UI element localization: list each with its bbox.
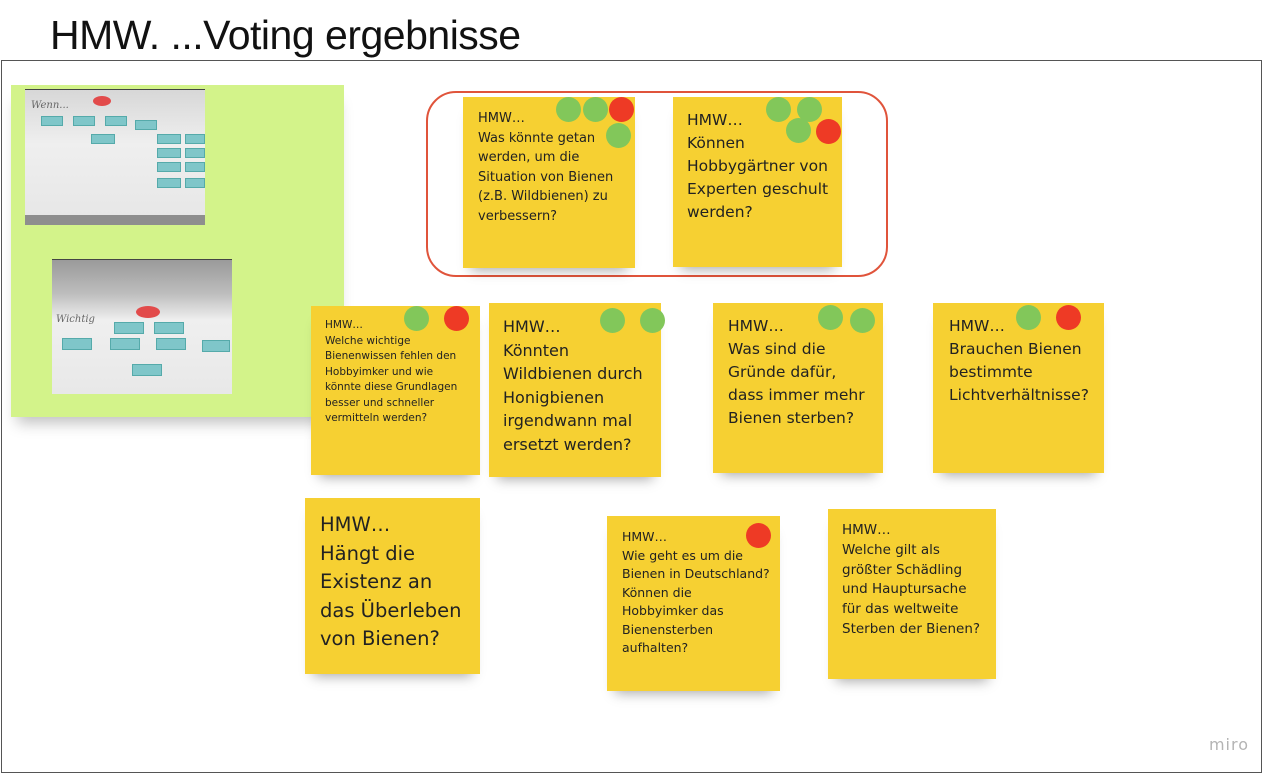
- red-vote-dot: [816, 119, 841, 144]
- sticky-note-text: HMW… Welche wichtige Bienenwissen fehlen…: [325, 319, 458, 424]
- green-vote-dot: [786, 118, 811, 143]
- whiteboard-photo-2[interactable]: Wichtig: [52, 259, 232, 394]
- green-vote-dot: [404, 306, 429, 331]
- green-vote-dot: [640, 308, 665, 333]
- sticky-note-text: HMW… Könnten Wildbienen durch Honigbiene…: [503, 317, 643, 454]
- sticky-note-text: HMW… Können Hobbygärtner von Experten ge…: [687, 111, 829, 221]
- photo-sticky-note[interactable]: Wenn... Wichtig: [11, 85, 344, 417]
- photo-scribble: Wichtig: [56, 314, 95, 325]
- green-vote-dot: [797, 97, 822, 122]
- red-vote-dot: [746, 523, 771, 548]
- red-vote-dot: [609, 97, 634, 122]
- red-vote-dot: [1056, 305, 1081, 330]
- green-vote-dot: [606, 123, 631, 148]
- sticky-note-text: HMW… Hängt die Existenz an das Überleben…: [320, 513, 462, 650]
- sticky-note-situation-bienen[interactable]: HMW… Was könnte getan werden, um die Sit…: [463, 97, 635, 268]
- sticky-note-hobbygaertner[interactable]: HMW… Können Hobbygärtner von Experten ge…: [673, 97, 842, 267]
- photo-scribble: Wenn...: [31, 100, 69, 111]
- green-vote-dot: [818, 305, 843, 330]
- sticky-note-lichtverhaeltnisse[interactable]: HMW… Brauchen Bienen bestimmte Lichtverh…: [933, 303, 1104, 473]
- miro-watermark-logo: miro: [1208, 735, 1249, 754]
- sticky-note-existenz[interactable]: HMW… Hängt die Existenz an das Überleben…: [305, 498, 480, 674]
- miro-board-canvas[interactable]: Wenn... Wichtig: [1, 60, 1262, 773]
- sticky-note-gruende[interactable]: HMW… Was sind die Gründe dafür, dass imm…: [713, 303, 883, 473]
- red-vote-dot: [444, 306, 469, 331]
- green-vote-dot: [850, 308, 875, 333]
- whiteboard-photo-1[interactable]: Wenn...: [25, 89, 205, 225]
- sticky-note-text: HMW… Brauchen Bienen bestimmte Lichtverh…: [949, 317, 1089, 404]
- sticky-note-wildbienen[interactable]: HMW… Könnten Wildbienen durch Honigbiene…: [489, 303, 665, 477]
- sticky-note-deutschland[interactable]: HMW… Wie geht es um die Bienen in Deutsc…: [607, 516, 780, 691]
- sticky-note-text: HMW… Was könnte getan werden, um die Sit…: [478, 111, 614, 224]
- sticky-note-text: HMW… Welche gilt als größter Schädling u…: [842, 522, 981, 637]
- green-vote-dot: [556, 97, 581, 122]
- green-vote-dot: [600, 308, 625, 333]
- green-vote-dot: [1016, 305, 1041, 330]
- sticky-note-text: HMW… Was sind die Gründe dafür, dass imm…: [728, 317, 865, 427]
- green-vote-dot: [766, 97, 791, 122]
- green-vote-dot: [583, 97, 608, 122]
- sticky-note-text: HMW… Wie geht es um die Bienen in Deutsc…: [622, 529, 770, 655]
- page-title: HMW. ...Voting ergebnisse: [50, 12, 521, 58]
- top-voted-highlight-frame[interactable]: [426, 91, 888, 277]
- sticky-note-schaedling[interactable]: HMW… Welche gilt als größter Schädling u…: [828, 509, 996, 679]
- sticky-note-bienenwissen[interactable]: HMW… Welche wichtige Bienenwissen fehlen…: [311, 306, 480, 475]
